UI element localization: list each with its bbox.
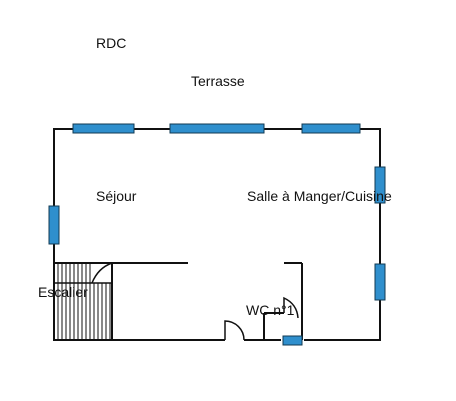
window-icon	[301, 123, 361, 134]
room-label-toilet: WC n°1	[246, 302, 295, 318]
stair-treads	[57, 263, 111, 340]
window-icon	[72, 123, 135, 134]
outer-wall	[53, 128, 381, 341]
window-icon	[48, 205, 60, 245]
window-icon	[169, 123, 265, 134]
window-icon	[282, 335, 303, 346]
window-icon	[374, 263, 386, 301]
plan-title: RDC	[96, 35, 127, 51]
staircase	[53, 262, 113, 341]
window-icon	[374, 166, 386, 204]
staircase-outline	[53, 262, 113, 341]
outer-walls	[53, 128, 381, 341]
door-swing-icon	[283, 296, 299, 319]
room-label-staircase: Escalier	[38, 284, 88, 300]
doors	[224, 296, 299, 341]
room-label-dining-kitchen: Salle à Manger/Cuisine	[247, 188, 392, 204]
windows	[48, 123, 386, 346]
room-label-terrace: Terrasse	[191, 73, 245, 89]
room-label-living-room: Séjour	[96, 188, 137, 204]
stair-arc	[91, 262, 113, 284]
door-swing-icon	[224, 320, 245, 341]
